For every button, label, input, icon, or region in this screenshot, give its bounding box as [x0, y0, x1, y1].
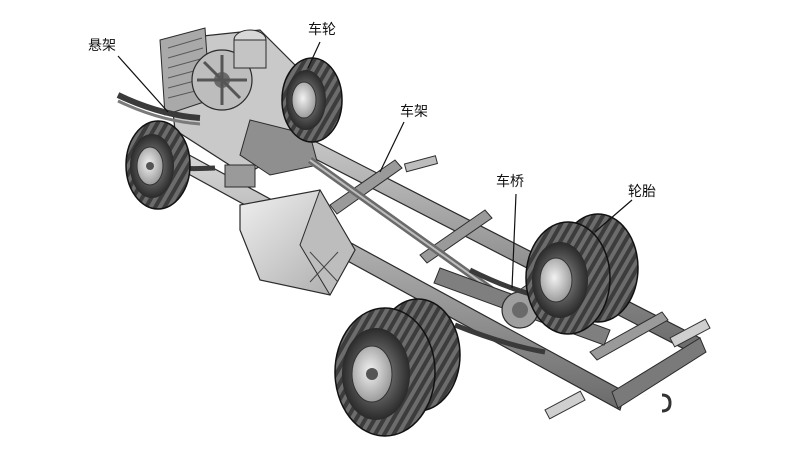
leader-axle	[511, 193, 517, 289]
rear-right-wheels	[525, 213, 639, 335]
callout-axle: 车桥	[496, 174, 524, 190]
leader-lines	[117, 41, 633, 289]
callout-frame: 车架	[400, 104, 428, 120]
callout-tire: 轮胎	[628, 184, 656, 200]
callout-suspension: 悬架	[88, 38, 116, 54]
callout-wheel: 车轮	[308, 22, 336, 38]
leader-frame	[379, 121, 405, 173]
front-right-wheel	[281, 57, 343, 143]
leader-suspension	[117, 55, 169, 113]
leader-wheel	[307, 41, 321, 69]
rear-left-wheels	[334, 298, 461, 437]
leader-tire	[594, 199, 633, 233]
fuel-tank	[224, 164, 356, 296]
front-left-wheel	[125, 120, 191, 210]
